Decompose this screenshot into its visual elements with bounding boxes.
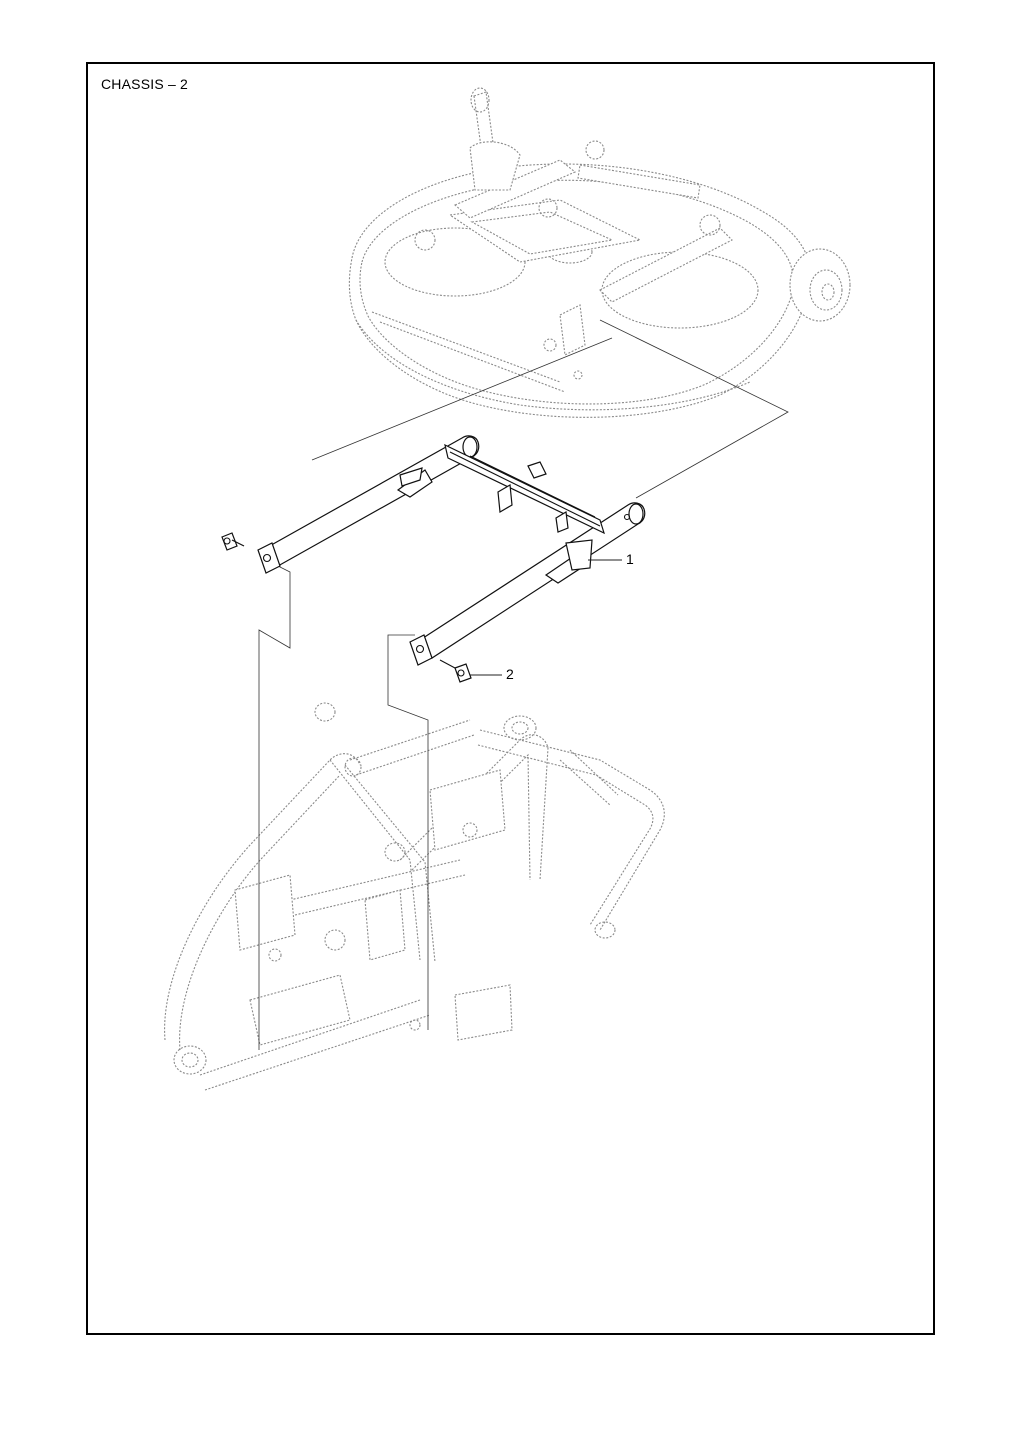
mower-deck-ghost	[348, 87, 851, 418]
assembly-guide-lines	[258, 319, 789, 1050]
chassis-frame-ghost	[164, 702, 665, 1091]
part-2-bolts	[221, 532, 472, 683]
callout-2: 2	[506, 666, 514, 682]
callout-leaders	[470, 559, 622, 676]
part-1-lift-frame	[257, 435, 646, 666]
callout-1: 1	[626, 551, 634, 567]
page-title: CHASSIS – 2	[101, 76, 189, 92]
drawing-frame	[86, 62, 935, 1335]
